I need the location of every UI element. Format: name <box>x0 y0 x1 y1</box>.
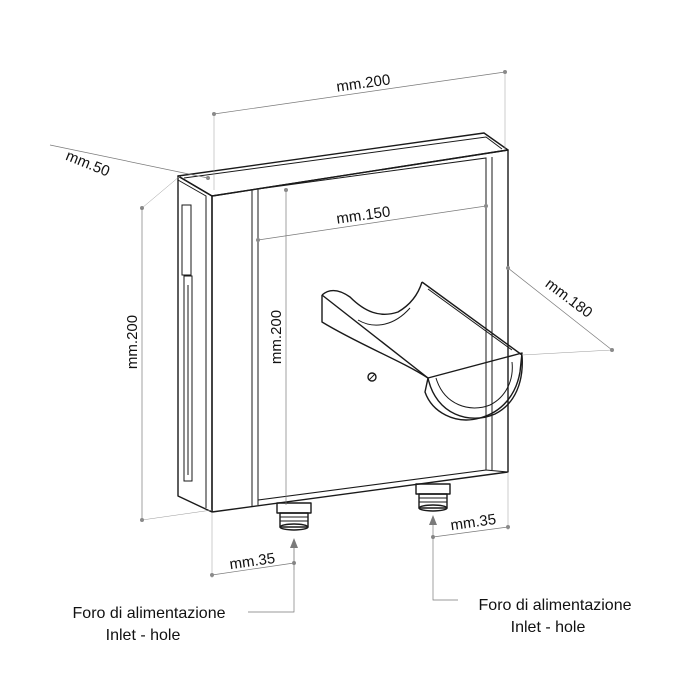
dim-label-right-pipe: mm.35 <box>449 511 497 534</box>
right-fitting-end <box>418 504 448 512</box>
dim-label-left-pipe: mm.35 <box>228 550 276 573</box>
screw-hole <box>367 372 377 382</box>
holder-trough <box>321 295 523 421</box>
dim-front-height-dot-top <box>284 188 288 192</box>
box-top-face <box>177 132 509 197</box>
holder-front-ring-outer <box>427 354 523 419</box>
right-inlet-leader <box>432 522 458 601</box>
dim-holder-ext <box>521 349 613 356</box>
right-fitting-nut <box>415 483 451 495</box>
dimension-lines <box>49 70 614 578</box>
top-rim-line <box>183 136 503 179</box>
dim-top-line <box>213 71 506 115</box>
dim-label-front-height: mm.200 <box>268 310 285 364</box>
dim-label-side-depth: mm.50 <box>63 147 112 180</box>
holder-edge-right <box>421 281 523 356</box>
dim-holder-dot-2 <box>610 348 614 352</box>
dim-holder-line <box>507 267 613 351</box>
screw-slot <box>368 373 376 381</box>
front-right-strip-2 <box>485 158 509 473</box>
side-slot-upper <box>181 204 192 276</box>
dim-label-inner-width: mm.150 <box>335 203 391 227</box>
dim-side-height-dot <box>140 518 144 522</box>
dim-inner-dot-left <box>256 238 260 242</box>
left-inlet-leader <box>248 545 295 613</box>
dim-top-dot-right <box>503 70 507 74</box>
holder-front-ring-inner <box>435 361 513 409</box>
dim-right-pipe-line <box>432 526 509 538</box>
dim-right-pipe-dot-2 <box>506 525 510 529</box>
right-inlet-arrow <box>429 515 437 525</box>
box-body <box>177 132 509 513</box>
left-inlet-arrow <box>290 538 298 548</box>
inlet-leaders <box>248 515 458 613</box>
right-note-line1: Foro di alimentazione <box>479 597 632 614</box>
left-fitting-end <box>279 523 309 531</box>
dim-label-top-width: mm.200 <box>335 71 391 95</box>
dim-left-pipe-line <box>211 562 295 576</box>
right-fitting-thread <box>418 493 448 509</box>
side-slot-lower <box>183 275 193 482</box>
dim-side-height-ext <box>141 509 213 521</box>
right-note-line2: Inlet - hole <box>511 619 586 636</box>
dim-depth-dot-2 <box>206 176 210 180</box>
dim-depth-ext-1 <box>141 175 181 209</box>
dim-top-dot-left <box>212 112 216 116</box>
dim-left-pipe-dot-1 <box>210 573 214 577</box>
dim-inner-dot-right <box>484 204 488 208</box>
left-fitting <box>276 502 312 531</box>
box-side-face <box>177 175 213 513</box>
left-note-line2: Inlet - hole <box>106 627 181 644</box>
dim-label-holder-length: mm.180 <box>542 275 596 321</box>
right-fitting <box>415 483 451 512</box>
dim-label-side-height: mm.200 <box>124 315 141 369</box>
dim-holder-dot-1 <box>506 266 510 270</box>
holder-edge-left <box>321 294 429 379</box>
holder-back-rim <box>321 281 423 315</box>
dim-depth-line <box>49 144 209 179</box>
pipe-holder <box>321 281 523 421</box>
holder-edge-right-inner <box>427 288 513 351</box>
left-fitting-nut <box>276 502 312 514</box>
left-note-line1: Foro di alimentazione <box>73 605 226 622</box>
corner-bevel <box>177 179 207 508</box>
left-fitting-thread <box>279 512 309 528</box>
holder-inner-curve <box>357 307 411 326</box>
box-front-face <box>211 149 509 513</box>
dim-inner-line <box>257 205 487 241</box>
